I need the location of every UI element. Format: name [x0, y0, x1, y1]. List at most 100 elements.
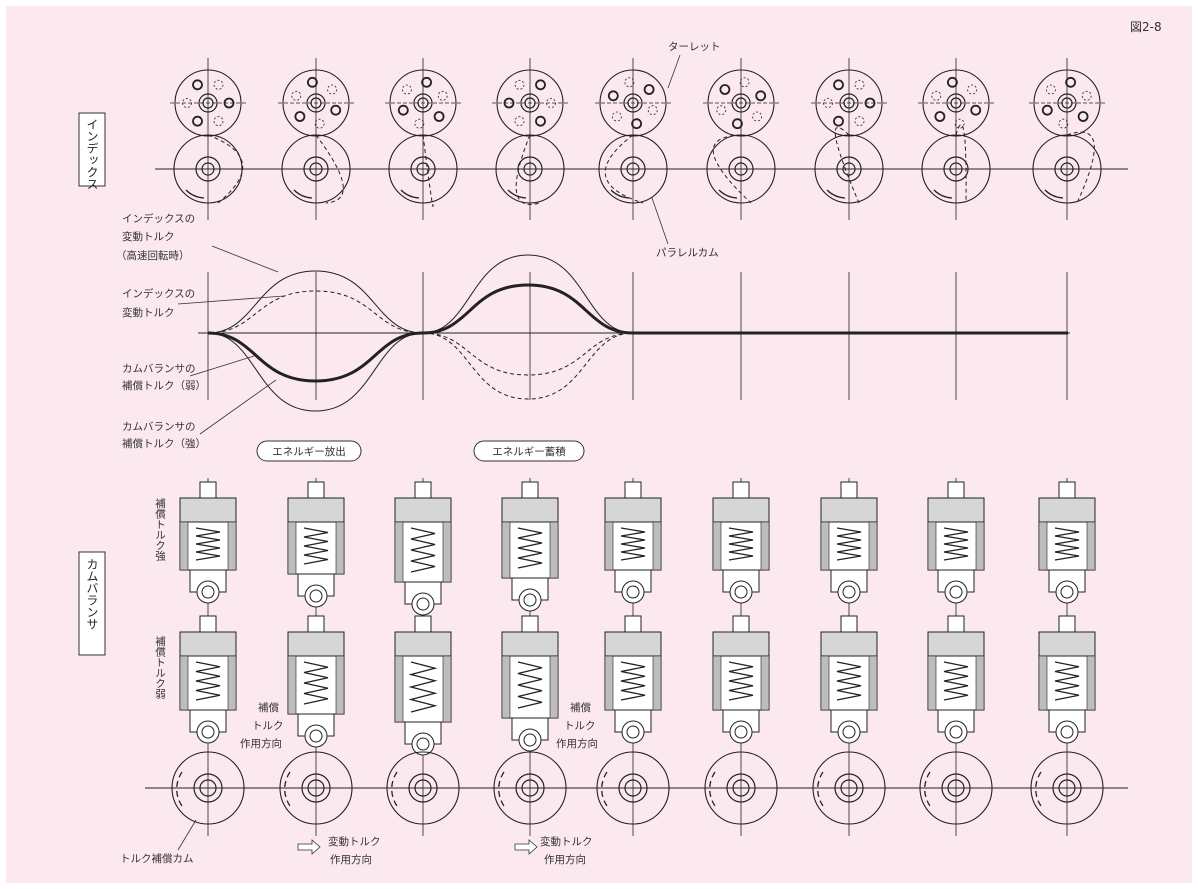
cam-hub-inner — [523, 162, 537, 176]
rotation-arrow — [610, 189, 630, 199]
housing-wall-left — [712, 521, 722, 571]
cam-comp-strong-curve — [207, 332, 424, 412]
index-unit-3 — [385, 58, 461, 220]
follower-roller — [518, 728, 542, 752]
turret-roller — [854, 79, 865, 90]
follower-roller — [1055, 720, 1079, 744]
torque-comp-cam-hub-inner — [947, 779, 965, 797]
damper-block — [1038, 631, 1096, 657]
comp-direction-label-right: 補償 トルク 作用方向 — [556, 701, 598, 750]
svg-text:変動トルク: 変動トルク — [122, 306, 175, 319]
housing-wall-left — [501, 655, 511, 719]
torque-comp-cam-hub — [726, 773, 756, 803]
turret-roller — [934, 111, 946, 122]
adjust-bolt — [199, 615, 217, 633]
torque-comp-cam — [812, 751, 886, 825]
follower-roller — [621, 720, 645, 744]
housing-wall-left — [820, 521, 830, 571]
adjust-bolt — [732, 481, 750, 499]
damper-block — [712, 497, 770, 523]
housing-wall-left — [927, 655, 937, 711]
housing-wall-right — [549, 521, 559, 579]
torque-comp-cam-hub-inner — [624, 779, 642, 797]
turret-roller — [330, 104, 342, 116]
cam-balancer-row — [145, 478, 1128, 836]
svg-text:補償トルク（強）: 補償トルク（強） — [122, 437, 206, 450]
turret-roller — [213, 116, 224, 127]
rotation-arrow — [507, 189, 527, 199]
variable-torque-direction-left: 変動トルク 作用方向 — [297, 835, 381, 866]
turret — [922, 69, 990, 137]
rotation-arrow — [498, 771, 505, 807]
damper-block — [820, 631, 878, 657]
rotation-arrow — [391, 771, 398, 807]
damper-block — [287, 631, 345, 657]
balancer-unit-7 — [812, 478, 886, 836]
housing-wall-right — [335, 521, 345, 575]
spring — [517, 527, 543, 569]
follower-roller-inner — [842, 725, 856, 739]
balancer-weak — [604, 615, 662, 744]
spring — [195, 661, 221, 701]
turret-roller — [291, 90, 302, 101]
index-unit-8 — [918, 58, 994, 220]
housing-wall-right — [975, 521, 985, 571]
balancer-strong — [820, 481, 878, 604]
torque-comp-cam — [171, 751, 245, 825]
turret-roller — [503, 97, 515, 109]
turret-roller — [752, 111, 762, 122]
turret-roller — [612, 111, 622, 122]
spring — [195, 527, 221, 561]
cam-hub-inner — [734, 162, 748, 176]
adjust-bolt — [1058, 481, 1076, 499]
housing-wall-left — [604, 521, 614, 571]
adjust-bolt — [414, 615, 432, 633]
torque-comp-cam — [919, 751, 993, 825]
section-label-index-text: インデックス — [85, 118, 99, 190]
balancer-strong — [604, 481, 662, 604]
spring — [728, 661, 754, 701]
housing-wall-right — [760, 655, 770, 711]
adjust-bolt — [521, 481, 539, 499]
cam-hub — [620, 156, 646, 182]
index-unit-6 — [703, 58, 779, 220]
index-unit-9 — [1029, 58, 1105, 220]
turret-roller — [947, 76, 958, 88]
torque-comp-cam — [279, 751, 353, 825]
cam-comp-strong-label: カムバランサの 補償トルク（強） — [122, 379, 277, 450]
cam-hub — [410, 156, 436, 182]
turret-hub-inner — [843, 97, 855, 109]
rotation-arrow — [709, 771, 716, 807]
turret-hub — [198, 93, 218, 113]
svg-text:エネルギー蓄積: エネルギー蓄積 — [492, 445, 566, 458]
turret-label: ターレット — [668, 41, 721, 53]
index-torque-high-speed-label: インデックスの 変動トルク （高速回転時） — [116, 212, 279, 273]
balancer-weak — [287, 615, 345, 748]
cam-hub-inner — [416, 162, 430, 176]
adjust-bolt — [521, 615, 539, 633]
torque-comp-cam-hub — [1052, 773, 1082, 803]
section-label-cam-balancer-text: カムバランサ — [85, 558, 99, 630]
turret-hub-inner — [627, 97, 639, 109]
balancer-unit-3 — [386, 478, 460, 836]
energy-store-pill: エネルギー蓄積 — [473, 440, 585, 462]
housing-wall-right — [1086, 521, 1096, 571]
rotation-arrow — [718, 189, 738, 199]
torque-comp-cam — [704, 751, 778, 825]
damper-block — [179, 631, 237, 657]
follower-roller-inner — [626, 585, 640, 599]
balancer-unit-8 — [919, 478, 993, 836]
turret — [707, 69, 775, 137]
turret-roller — [1077, 111, 1089, 122]
turret-hub — [306, 93, 326, 113]
housing-wall-left — [604, 655, 614, 711]
cam-lobe-profile — [834, 126, 860, 204]
damper-block — [820, 497, 878, 523]
follower-roller-inner — [626, 725, 640, 739]
balancer-strong — [394, 481, 452, 616]
turret-roller — [397, 104, 409, 116]
housing-wall-left — [927, 521, 937, 571]
rotation-arrow — [826, 189, 846, 199]
damper-block — [927, 497, 985, 523]
